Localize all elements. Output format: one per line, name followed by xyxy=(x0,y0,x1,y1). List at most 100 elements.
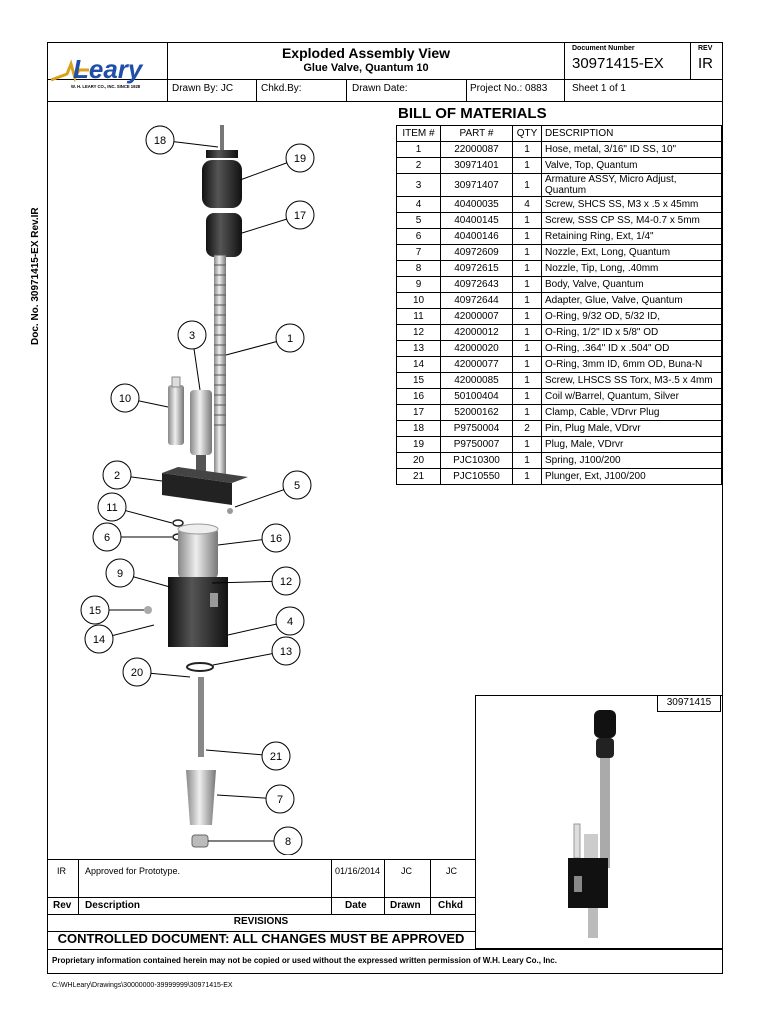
balloon xyxy=(105,558,135,588)
balloon xyxy=(102,460,132,490)
balloon xyxy=(84,624,114,654)
proprietary-notice: Proprietary information contained herein… xyxy=(52,956,557,965)
balloon xyxy=(265,784,295,814)
bom-cell: 7 xyxy=(396,244,441,261)
balloon xyxy=(273,826,303,855)
revisions-title: REVISIONS xyxy=(233,916,289,927)
bom-cell: 4 xyxy=(396,196,441,213)
balloon-number: 7 xyxy=(277,794,283,806)
bom-cell: Plunger, Ext, J100/200 xyxy=(541,468,722,485)
description-header: Description xyxy=(85,900,141,911)
bom-cell: 1 xyxy=(512,324,542,341)
bom-cell: Body, Valve, Quantum xyxy=(541,276,722,293)
bom-cell: Valve, Top, Quantum xyxy=(541,157,722,174)
drawing-frame xyxy=(47,42,723,974)
bom-cell: 1 xyxy=(512,292,542,309)
balloon-number: 6 xyxy=(104,532,110,544)
balloon xyxy=(275,606,305,636)
bom-cell: 11 xyxy=(396,308,441,325)
bom-title: BILL OF MATERIALS xyxy=(398,105,547,122)
bom-cell: 1 xyxy=(512,244,542,261)
checked-header: Chkd xyxy=(438,900,463,911)
drawn-by: Drawn By: JC xyxy=(172,83,234,94)
bom-cell: O-Ring, .364" ID x .504" OD xyxy=(541,340,722,357)
project-number: Project No.: 0883 xyxy=(470,83,548,94)
checked-by: Chkd.By: xyxy=(261,83,302,94)
armature-part xyxy=(190,390,212,455)
bom-cell: 1 xyxy=(512,404,542,421)
bom-cell: 6 xyxy=(396,228,441,245)
balloon-number: 2 xyxy=(114,470,120,482)
hdr-div-3 xyxy=(466,79,467,101)
bom-cell: O-Ring, 1/2" ID x 5/8" OD xyxy=(541,324,722,341)
bom-cell: 1 xyxy=(512,372,542,389)
bom-cell: 42000077 xyxy=(440,356,513,373)
balloon xyxy=(261,523,291,553)
bom-cell: 15 xyxy=(396,372,441,389)
bom-cell: O-Ring, 3mm ID, 6mm OD, Buna-N xyxy=(541,356,722,373)
pin-part xyxy=(220,125,224,153)
bom-column-header: ITEM # xyxy=(396,125,441,142)
docnum-divider xyxy=(564,42,565,101)
bom-cell: Nozzle, Tip, Long, .40mm xyxy=(541,260,722,277)
date-header: Date xyxy=(345,900,367,911)
revision-description: Approved for Prototype. xyxy=(85,866,181,876)
revision-checked: JC xyxy=(446,866,457,876)
bom-cell: Spring, J100/200 xyxy=(541,452,722,469)
bom-cell: 20 xyxy=(396,452,441,469)
doc-number-label: Document Number xyxy=(572,45,635,52)
adapter-part xyxy=(168,385,184,445)
bom-cell: Hose, metal, 3/16" ID SS, 10" xyxy=(541,141,722,158)
drawn-header: Drawn xyxy=(390,900,421,911)
file-path: C:\WHLeary\Drawings\30000000-39999999\30… xyxy=(52,982,233,989)
bom-cell: 12 xyxy=(396,324,441,341)
bom-cell: 40972643 xyxy=(440,276,513,293)
hdr-div-1 xyxy=(256,79,257,101)
bom-cell: Adapter, Glue, Valve, Quantum xyxy=(541,292,722,309)
balloon-number: 15 xyxy=(89,605,101,617)
bom-cell: 1 xyxy=(512,388,542,405)
plunger-part xyxy=(198,677,204,757)
leary-logo: Leary W. H. LEARY CO., INC. SINCE 1928 xyxy=(49,44,167,100)
bom-cell: 1 xyxy=(396,141,441,158)
bom-cell: 17 xyxy=(396,404,441,421)
plug-part xyxy=(202,160,242,208)
balloon xyxy=(275,323,305,353)
balloon xyxy=(271,636,301,666)
balloon xyxy=(92,522,122,552)
nozzle-part xyxy=(186,770,216,825)
balloon xyxy=(261,741,291,771)
bom-cell: Screw, SHCS SS, M3 x .5 x 45mm xyxy=(541,196,722,213)
rev-header: Rev xyxy=(53,900,72,911)
bom-cell: P9750007 xyxy=(440,436,513,453)
balloon-number: 11 xyxy=(106,502,117,514)
assembled-view-inset xyxy=(475,695,723,949)
balloon xyxy=(80,595,110,625)
balloon-number: 5 xyxy=(294,480,300,492)
header-divider xyxy=(47,101,723,102)
balloon-number: 8 xyxy=(285,836,291,848)
bom-cell: O-Ring, 9/32 OD, 5/32 ID, xyxy=(541,308,722,325)
bom-cell: 1 xyxy=(512,468,542,485)
bom-cell: 42000085 xyxy=(440,372,513,389)
balloon-number: 20 xyxy=(131,667,143,679)
bom-cell: 22000087 xyxy=(440,141,513,158)
bom-cell: 3 xyxy=(396,173,441,197)
valve-top-part xyxy=(162,473,232,505)
bom-cell: 40972615 xyxy=(440,260,513,277)
bom-cell: 1 xyxy=(512,141,542,158)
balloon-number: 13 xyxy=(280,646,292,658)
bom-cell: 42000012 xyxy=(440,324,513,341)
